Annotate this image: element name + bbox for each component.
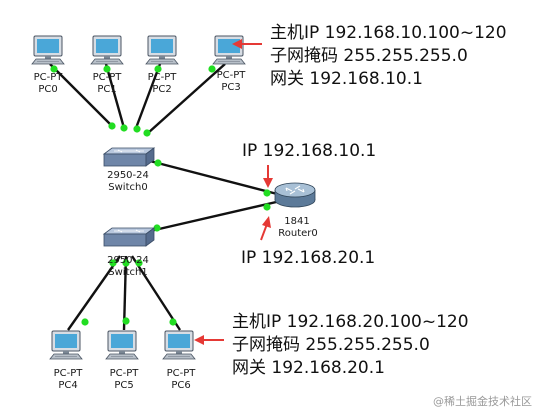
link-switch1-pc5 xyxy=(122,255,128,331)
note-line: 主机IP 192.168.20.100~120 xyxy=(232,312,469,332)
note-line: 网关 192.168.10.1 xyxy=(270,69,423,89)
device-model-label: 2950-24 xyxy=(107,255,149,266)
annotation-arrows xyxy=(194,39,273,345)
link-switch1-router0 xyxy=(145,198,286,234)
pc-node-pc5[interactable]: PC-PT PC5 xyxy=(105,330,140,391)
lan2-config-note: 主机IP 192.168.20.100~120 子网掩码 255.255.255… xyxy=(232,312,469,378)
link-pc1-switch0 xyxy=(104,63,126,129)
pc-node-pc0[interactable]: PC-PT PC0 xyxy=(31,35,65,95)
device-model-label: 1841 xyxy=(284,216,309,227)
pc-node-pc3[interactable]: PC-PT PC3 xyxy=(212,35,247,93)
device-name-label: PC4 xyxy=(58,380,77,391)
device-model-label: PC-PT xyxy=(34,72,64,83)
device-name-label: Switch0 xyxy=(108,182,147,193)
port-dot xyxy=(133,125,141,133)
port-dot xyxy=(50,65,58,73)
note-line: 主机IP 192.168.10.100~120 xyxy=(270,23,507,43)
pc-node-pc6[interactable]: PC-PT PC6 xyxy=(162,330,197,391)
port-indicators xyxy=(50,65,271,326)
router-ip-bottom-note: IP 192.168.20.1 xyxy=(241,248,375,268)
pc-node-pc1[interactable]: PC-PT PC1 xyxy=(90,35,124,95)
lan1-config-note: 主机IP 192.168.10.100~120 子网掩码 255.255.255… xyxy=(270,23,507,89)
device-model-label: 2950-24 xyxy=(107,170,149,181)
device-model-label: PC-PT xyxy=(93,72,123,83)
port-dot xyxy=(208,65,216,73)
device-model-label: PC-PT xyxy=(148,72,178,83)
link-switch0-router0 xyxy=(145,158,286,198)
router-node-router0[interactable]: 1841 Router0 xyxy=(274,182,318,239)
port-dot xyxy=(263,203,271,211)
port-dot xyxy=(263,189,271,197)
switch-node-switch0[interactable]: 2950-24 Switch0 xyxy=(103,147,155,193)
pc-icon xyxy=(105,330,139,360)
pc-icon xyxy=(90,35,124,65)
device-name-label: PC3 xyxy=(221,82,240,93)
port-dot xyxy=(169,318,177,326)
switch-icon xyxy=(103,147,155,167)
port-dot xyxy=(122,317,130,325)
device-model-label: PC-PT xyxy=(110,368,140,379)
port-dot xyxy=(135,259,143,267)
router-icon xyxy=(274,182,316,208)
link-switch1-pc6 xyxy=(130,255,182,331)
device-model-label: PC-PT xyxy=(54,368,84,379)
link-pc3-switch0 xyxy=(147,63,226,134)
router-ip-top-note: IP 192.168.10.1 xyxy=(242,141,376,161)
port-dot xyxy=(103,65,111,73)
port-dot xyxy=(154,65,162,73)
port-dot xyxy=(81,318,89,326)
note-line: 网关 192.168.20.1 xyxy=(232,358,385,378)
port-dot xyxy=(120,124,128,132)
arrow-to-pc3 xyxy=(232,39,262,49)
network-links xyxy=(49,63,286,331)
port-dot xyxy=(108,122,116,130)
device-name-label: Router0 xyxy=(278,228,318,239)
device-name-label: PC2 xyxy=(152,84,171,95)
link-pc2-switch0 xyxy=(134,63,162,129)
note-line: 子网掩码 255.255.255.0 xyxy=(232,335,430,355)
port-dot xyxy=(153,224,161,232)
switch-icon xyxy=(103,227,155,247)
device-name-label: PC0 xyxy=(38,84,57,95)
device-name-label: PC1 xyxy=(97,84,116,95)
switch-node-switch1[interactable]: 2950-24 Switch1 xyxy=(103,227,155,278)
pc-icon xyxy=(162,330,196,360)
arrow-to-router-bottom-port xyxy=(260,216,271,241)
arrow-to-pc6 xyxy=(194,335,224,345)
pc-icon xyxy=(49,330,83,360)
link-pc0-switch0 xyxy=(49,63,112,126)
pc-icon xyxy=(31,35,65,65)
port-dot xyxy=(143,129,151,137)
device-name-label: Switch1 xyxy=(108,267,147,278)
device-name-label: PC5 xyxy=(114,380,133,391)
device-model-label: PC-PT xyxy=(167,368,197,379)
device-model-label: PC-PT xyxy=(217,70,247,81)
watermark-text: @稀土掘金技术社区 xyxy=(433,394,532,408)
device-name-label: PC6 xyxy=(171,380,190,391)
pc-node-pc2[interactable]: PC-PT PC2 xyxy=(145,35,179,95)
pc-icon xyxy=(145,35,179,65)
arrow-to-router-top-port xyxy=(263,165,273,188)
port-dot xyxy=(154,159,162,167)
port-dot xyxy=(122,259,130,267)
pc-node-pc4[interactable]: PC-PT PC4 xyxy=(49,330,84,391)
port-dot xyxy=(109,259,117,267)
note-line: 子网掩码 255.255.255.0 xyxy=(270,46,468,66)
link-switch1-pc4 xyxy=(67,255,121,331)
